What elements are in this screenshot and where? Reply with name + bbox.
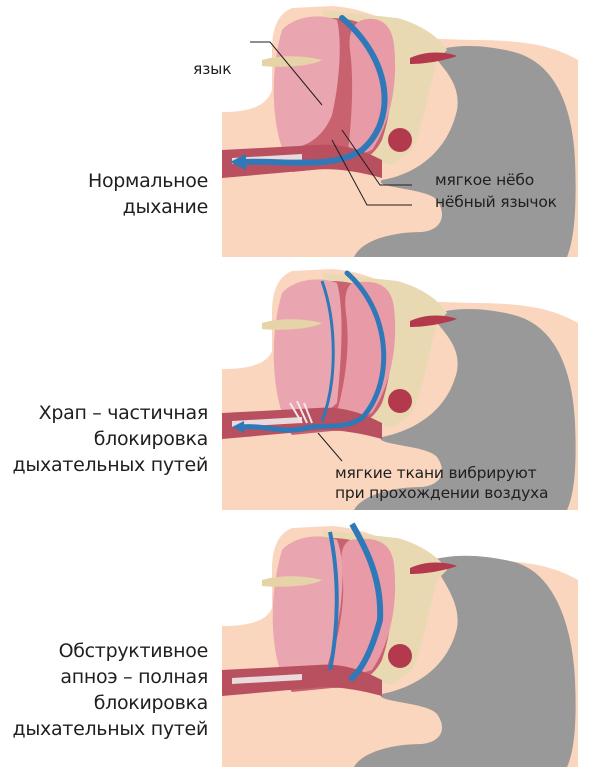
- caption-line: блокировка: [93, 428, 209, 450]
- caption-line: дыхание: [122, 196, 209, 218]
- panel-normal-breathing: Нормальное дыхание: [0, 0, 600, 260]
- panel-obstructive-apnea: Обструктивное апноэ – полная блокировка …: [0, 520, 600, 784]
- caption-line: дыхательных путей: [12, 454, 208, 476]
- airway-illustration-apnea: [222, 520, 578, 767]
- label-uvula: нёбный язычок: [435, 193, 557, 211]
- caption-line: апноэ – полная: [60, 666, 208, 688]
- caption-line: Обструктивное: [58, 640, 209, 662]
- caption-line: Нормальное: [87, 170, 208, 192]
- label-soft-palate: мягкое нёбо: [435, 171, 534, 189]
- caption-snoring: Храп – частичная блокировка дыхательных …: [12, 400, 208, 478]
- label-line: при прохождении воздуха: [335, 484, 549, 502]
- label-vibration: мягкие ткани вибрируют при прохождении в…: [335, 463, 549, 503]
- anatomy-illustration: [222, 269, 578, 510]
- caption-line: блокировка: [93, 692, 209, 714]
- label-line: мягкие ткани вибрируют: [335, 464, 537, 482]
- caption-line: дыхательных путей: [12, 718, 208, 740]
- label-tongue: язык: [193, 60, 232, 78]
- airway-illustration-snoring: [222, 263, 578, 510]
- panel-snoring: Храп – частичная блокировка дыхательных …: [0, 263, 600, 513]
- caption-line: Храп – частичная: [38, 402, 209, 424]
- caption-obstructive-apnea: Обструктивное апноэ – полная блокировка …: [12, 638, 208, 742]
- airway-illustration-normal: [222, 0, 578, 257]
- anatomy-illustration: [222, 522, 578, 767]
- caption-normal-breathing: Нормальное дыхание: [88, 168, 208, 220]
- anatomy-illustration: [222, 6, 578, 257]
